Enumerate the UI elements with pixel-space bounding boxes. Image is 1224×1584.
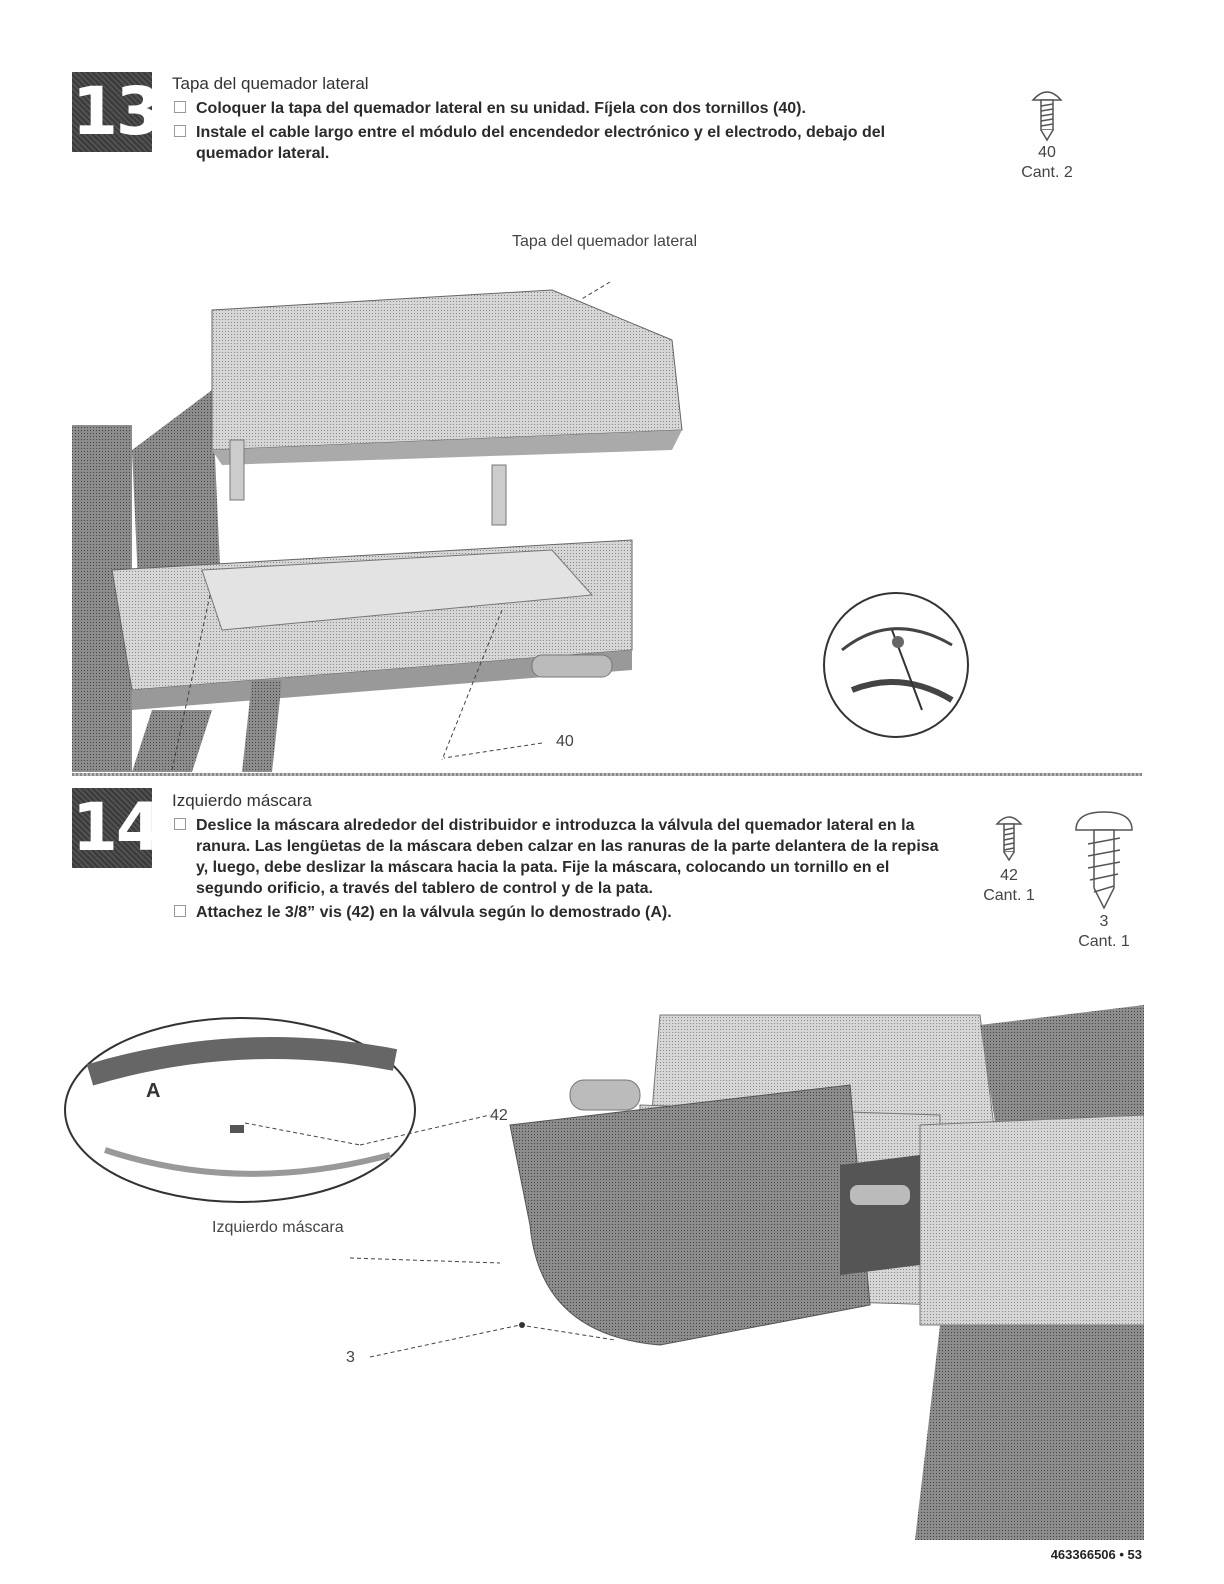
step-13-title: Tapa del quemador lateral: [172, 74, 369, 93]
hardware-42: 42 Cant. 1: [976, 866, 1042, 906]
checkbox-icon: [174, 818, 186, 830]
lid-callout: Tapa del quemador lateral: [512, 233, 698, 250]
side-burner-lid-illustration: [72, 281, 969, 772]
checkbox-icon: [174, 905, 186, 917]
hardware-quantity: Cant. 2: [1021, 164, 1073, 181]
hardware-3: 3 Cant. 1: [1066, 912, 1142, 952]
step-14-bullet-1: Deslice la máscara alrededor del distrib…: [172, 815, 942, 899]
step-13-bullet-2: Instale el cable largo entre el módulo d…: [172, 122, 932, 164]
screw-40-callout: 40: [556, 733, 574, 750]
detail-a-label: A: [146, 1080, 161, 1102]
checkbox-icon: [174, 101, 186, 113]
screw-3-callout: 3: [346, 1349, 355, 1366]
step-14-title: Izquierdo máscara: [172, 791, 312, 810]
section-divider: [72, 773, 1142, 776]
hardware-quantity: Cant. 1: [1078, 933, 1130, 950]
step-13-instructions: Coloquer la tapa del quemador lateral en…: [172, 98, 932, 167]
hardware-part-number: 3: [1099, 913, 1109, 930]
screw-40-icon: [1031, 91, 1063, 142]
left-mask-illustration: [64, 1005, 1144, 1540]
mask-callout: Izquierdo máscara: [212, 1219, 344, 1236]
hardware-quantity: Cant. 1: [983, 887, 1035, 904]
step-13-bullet-1: Coloquer la tapa del quemador lateral en…: [172, 98, 932, 119]
hardware-part-number: 42: [1000, 867, 1018, 884]
step-14-instructions: Deslice la máscara alrededor del distrib…: [172, 815, 942, 926]
hardware-40: 40 Cant. 2: [1010, 143, 1084, 183]
checkbox-icon: [174, 125, 186, 137]
step-14-badge: 14: [72, 788, 162, 868]
step-13-badge: 13: [72, 72, 162, 152]
page-footer: 463366506 • 53: [1050, 1547, 1142, 1562]
screw-42-callout: 42: [490, 1107, 508, 1124]
screw-3-icon: [1075, 811, 1133, 910]
hardware-part-number: 40: [1038, 144, 1056, 161]
step-14-bullet-2: Attachez le 3/8” vis (42) en la válvula …: [172, 902, 942, 923]
screw-42-icon: [995, 816, 1023, 862]
